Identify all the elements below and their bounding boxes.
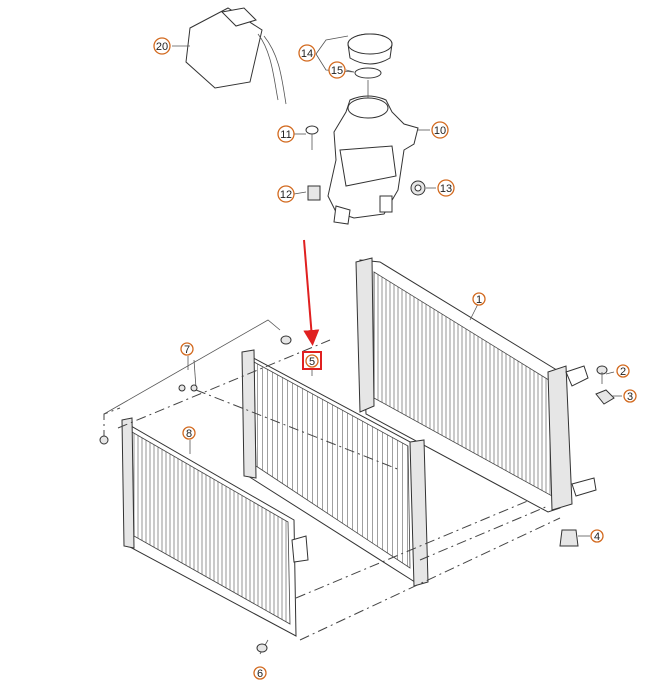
callout-4: 4 (590, 529, 604, 543)
radiator-mount-rubber (559, 529, 579, 547)
condenser (241, 349, 429, 587)
callout-4-label: 4 (594, 531, 600, 543)
highlight-arrow (303, 239, 320, 346)
callout-10: 10 (431, 121, 449, 139)
callout-14-label: 14 (301, 48, 313, 60)
callout-13-label: 13 (440, 183, 452, 195)
callout-12: 12 (277, 185, 295, 203)
front-cooler (121, 417, 309, 637)
callout-12-label: 12 (280, 189, 292, 201)
callout-20-label: 20 (156, 41, 168, 53)
callout-14: 14 (298, 44, 316, 62)
callout-8-label: 8 (186, 428, 192, 440)
tank-bolt (305, 125, 319, 150)
condenser-bolt (99, 335, 292, 653)
callout-3-label: 3 (627, 391, 633, 403)
radiator-drain-plug (596, 365, 608, 384)
reservoir-cap (347, 33, 393, 65)
radiator-clip (595, 389, 615, 405)
callout-2: 2 (616, 364, 630, 378)
callout-6-label: 6 (257, 668, 263, 680)
callout-11: 11 (277, 125, 295, 143)
callout-2-label: 2 (620, 366, 626, 378)
main-radiator (355, 257, 597, 513)
callout-8: 8 (182, 426, 196, 440)
callout-3: 3 (623, 389, 637, 403)
expansion-tank (327, 80, 419, 225)
callout-1: 1 (472, 292, 486, 306)
callout-leaders (172, 35, 622, 537)
coolant-bottle (185, 7, 287, 105)
callout-7-label: 7 (184, 344, 190, 356)
callout-20: 20 (153, 37, 171, 55)
callout-6: 6 (253, 666, 267, 680)
callout-1-label: 1 (476, 294, 482, 306)
tank-clip (307, 185, 321, 201)
callout-13: 13 (437, 179, 455, 197)
callout-5: 5 (302, 351, 322, 370)
callout-5-label: 5 (309, 356, 315, 368)
callout-11-label: 11 (280, 129, 291, 141)
callout-15: 15 (328, 61, 346, 79)
callout-10-label: 10 (434, 125, 446, 137)
seal-ring (354, 67, 382, 79)
callout-7: 7 (180, 342, 194, 356)
assembly-lines (103, 319, 561, 655)
tank-grommet (410, 180, 426, 196)
callout-15-label: 15 (331, 65, 343, 77)
